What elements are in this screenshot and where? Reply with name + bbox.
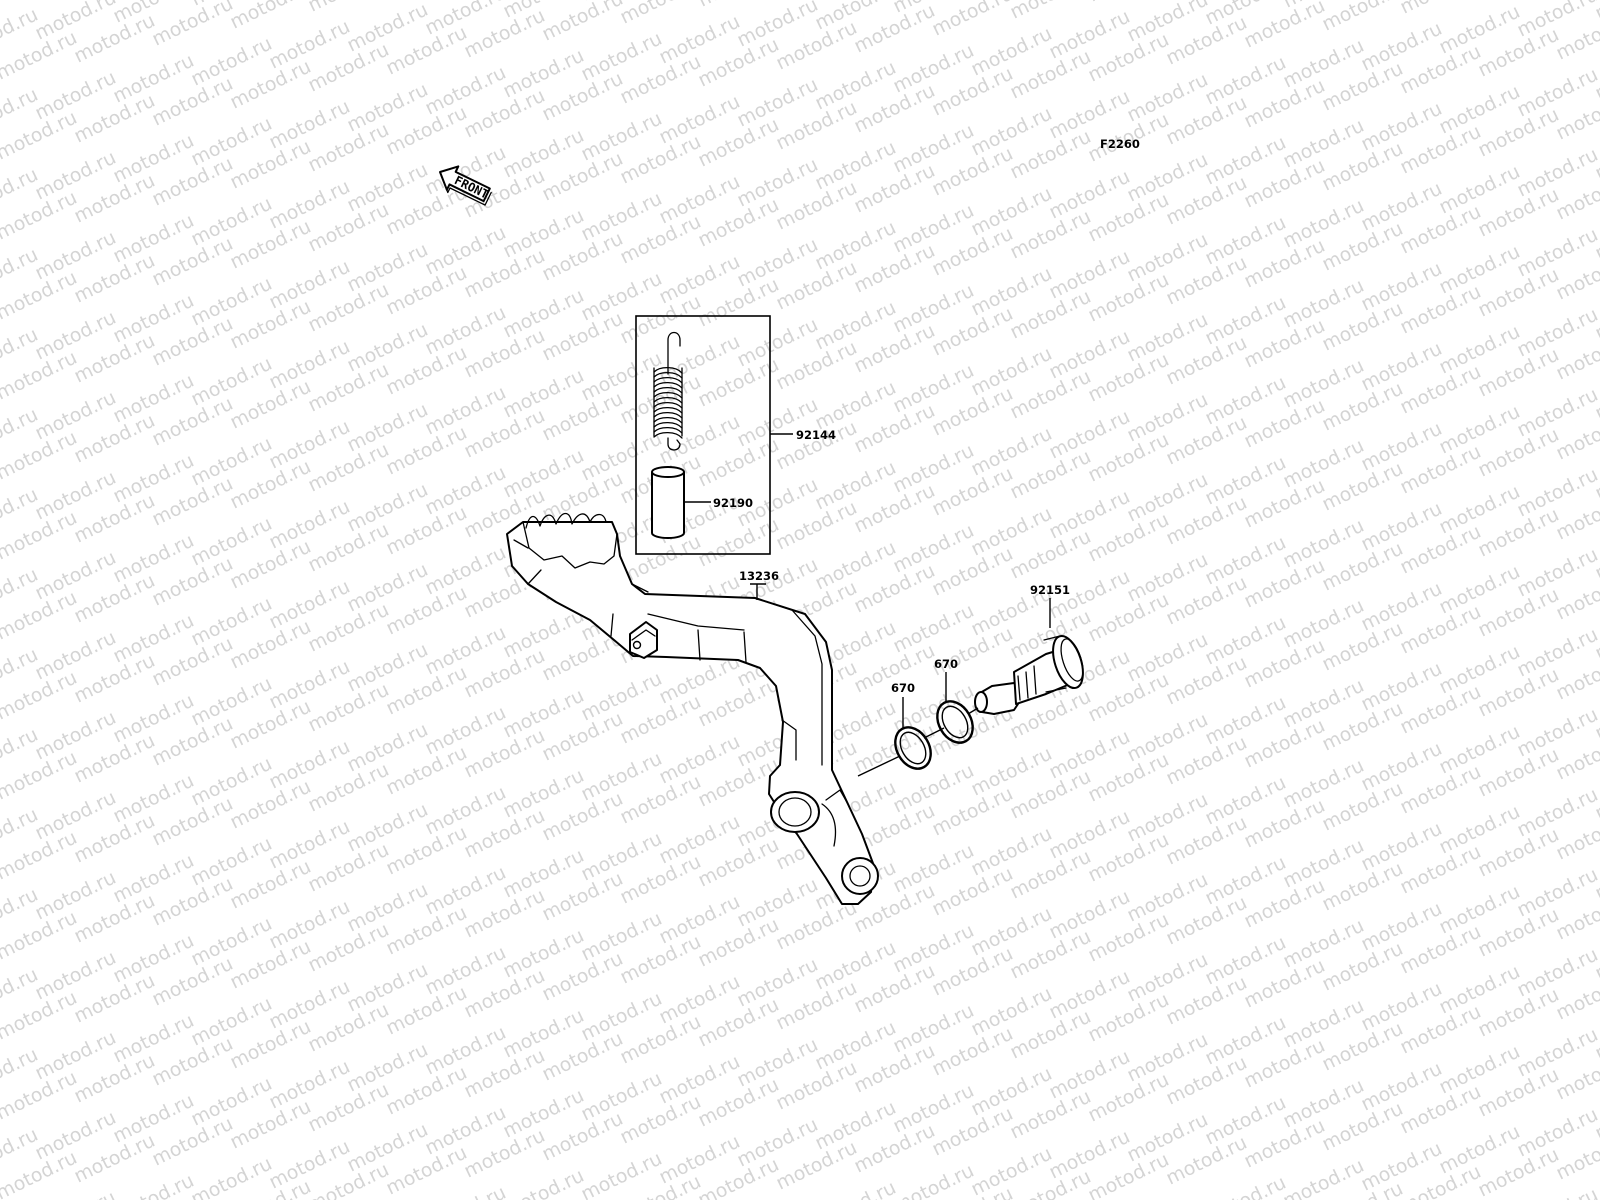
diagram-code: F2260 <box>1100 137 1140 151</box>
watermark-text: motod.ru <box>929 0 1017 40</box>
watermark-text: motod.ru <box>0 1164 3 1200</box>
watermark-text: motod.ru <box>617 0 705 28</box>
watermark-text: motod.ru <box>1202 1172 1290 1200</box>
watermark-text: motod.ru <box>890 1160 978 1200</box>
spring <box>653 331 683 451</box>
watermark-text: motod.ru <box>1475 0 1563 1</box>
brake-pedal <box>506 512 879 905</box>
callout-92190: 92190 <box>713 496 753 510</box>
watermark-text: motod.ru <box>32 1187 120 1200</box>
watermark-text: motod.ru <box>422 1182 510 1200</box>
callout-13236: 13236 <box>739 569 779 583</box>
watermark-text: motod.ru <box>695 0 783 11</box>
watermark-text: motod.ru <box>0 0 81 4</box>
spring-kit-frame <box>635 315 771 555</box>
sleeve <box>651 466 685 539</box>
callout-670-right: 670 <box>934 657 958 671</box>
watermark-text: motod.ru <box>110 1170 198 1200</box>
watermark-text: motod.ru <box>539 0 627 45</box>
watermark-text: motod.ru <box>1319 0 1407 35</box>
watermark-text: motod.ru <box>500 1165 588 1200</box>
watermark-text: motod.ru <box>812 1177 900 1200</box>
leader-13236 <box>750 583 766 600</box>
callout-92151: 92151 <box>1030 583 1070 597</box>
callout-92144: 92144 <box>796 428 836 442</box>
spring-coils <box>653 366 683 439</box>
watermark-text: motod.ru <box>227 0 315 33</box>
pivot-bolt <box>974 635 1084 715</box>
watermark-text: motod.ru <box>1085 0 1173 6</box>
watermark-text: motod.ru <box>188 1153 276 1200</box>
watermark-text: motod.ru <box>1007 0 1095 23</box>
watermark-text: motod.ru <box>305 0 393 16</box>
watermark-text: motod.ru <box>149 0 237 50</box>
assembly-axis <box>857 707 979 777</box>
watermark-text: motod.ru <box>1397 0 1485 18</box>
watermark-text: motod.ru <box>1592 0 1600 24</box>
callout-670-left: 670 <box>891 681 915 695</box>
watermark-text: motod.ru <box>1280 1155 1368 1200</box>
watermark-text: motod.ru <box>1514 1184 1600 1200</box>
